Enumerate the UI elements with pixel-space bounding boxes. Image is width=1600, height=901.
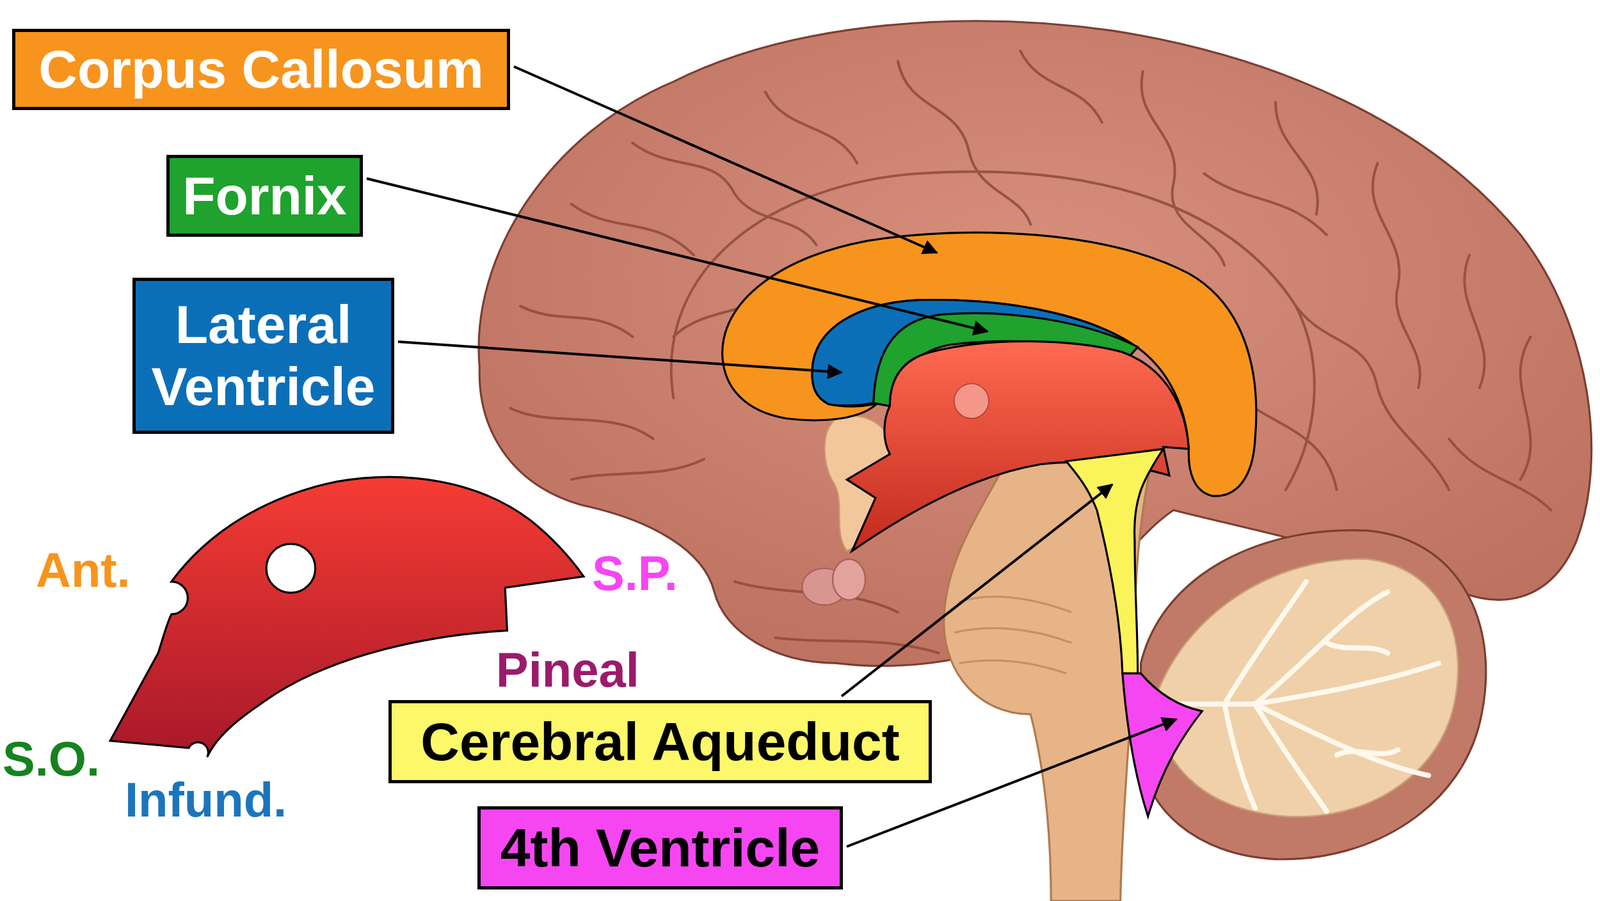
fourth-ventricle-shape bbox=[1122, 673, 1202, 816]
part-label: Ant. bbox=[35, 543, 131, 598]
structure-name: Lateral Ventricle bbox=[147, 293, 380, 418]
arbor-vitae bbox=[1153, 559, 1458, 818]
part-label: Infund. bbox=[124, 773, 287, 827]
leader-line bbox=[513, 66, 937, 253]
leader-line bbox=[366, 178, 988, 332]
arbor-vitae-branches bbox=[1158, 581, 1439, 812]
label-box: Fornix bbox=[166, 154, 363, 237]
mammillary-body bbox=[832, 559, 866, 601]
adhesion-hole bbox=[266, 544, 316, 594]
part-label: Pineal bbox=[496, 643, 640, 697]
label-box: Lateral Ventricle bbox=[132, 277, 395, 434]
third-ventricle-shape bbox=[846, 341, 1189, 552]
leader-line bbox=[841, 484, 1113, 697]
label-box: 4th Ventricle bbox=[477, 806, 843, 890]
structure-name: Cerebral Aqueduct bbox=[420, 711, 900, 774]
interthalamic-adhesion bbox=[954, 384, 989, 419]
structure-name: Fornix bbox=[182, 165, 347, 228]
part-label: S.P. bbox=[592, 546, 678, 601]
structure-name: Corpus Callosum bbox=[38, 38, 484, 101]
label-box: Cerebral Aqueduct bbox=[388, 700, 932, 784]
cerebral-aqueduct-shape bbox=[1066, 449, 1163, 674]
part-label: S.O. bbox=[2, 732, 100, 786]
cerebellum bbox=[1141, 530, 1487, 860]
leader-line bbox=[398, 341, 842, 373]
label-box: Corpus Callosum bbox=[12, 28, 511, 111]
structure-name: 4th Ventricle bbox=[500, 817, 821, 880]
pons-striations bbox=[954, 596, 1072, 674]
